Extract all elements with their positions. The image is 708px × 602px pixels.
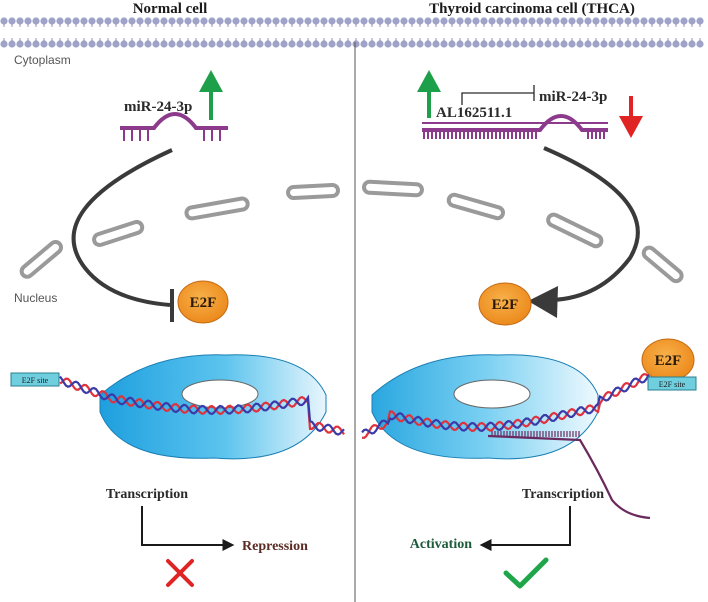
right-lncrna-mirna-complex bbox=[422, 114, 608, 139]
left-outcome-label: Repression bbox=[242, 539, 308, 554]
nucleus-label: Nucleus bbox=[14, 291, 57, 305]
right-transcription-label: Transcription bbox=[522, 487, 604, 502]
right-mrna-transcript bbox=[487, 431, 651, 520]
left-outcome-arrow bbox=[141, 506, 235, 551]
svg-text:E2F: E2F bbox=[655, 353, 682, 369]
right-outcome-label: Activation bbox=[410, 537, 472, 552]
nuclear-envelope bbox=[19, 179, 684, 284]
left-inhibition-line bbox=[71, 148, 173, 307]
right-lncrna-label: AL162511.1 bbox=[436, 105, 512, 121]
svg-text:E2F site: E2F site bbox=[659, 380, 686, 389]
right-panel-title: Thyroid carcinoma cell (THCA) bbox=[429, 1, 635, 17]
cell-membrane bbox=[0, 17, 704, 48]
left-e2f-node bbox=[177, 280, 229, 324]
right-e2f-node bbox=[478, 282, 532, 326]
svg-text:E2F site: E2F site bbox=[22, 376, 49, 385]
right-e2f-label: E2F bbox=[492, 297, 519, 313]
red-cross-icon bbox=[166, 559, 194, 587]
right-activation-arrowhead bbox=[528, 286, 558, 318]
left-e2f-label: E2F bbox=[190, 295, 217, 311]
cytoplasm-label: Cytoplasm bbox=[14, 53, 71, 67]
right-e2f-site-tag: E2F site bbox=[647, 376, 697, 391]
right-rna-polymerase bbox=[371, 354, 599, 460]
green-check-icon bbox=[503, 557, 549, 589]
left-mirna-label: miR-24-3p bbox=[124, 99, 192, 115]
right-mirna-label: miR-24-3p bbox=[539, 89, 607, 105]
left-transcription-label: Transcription bbox=[106, 487, 188, 502]
left-mirna bbox=[120, 112, 228, 141]
left-dna-helix bbox=[59, 375, 345, 436]
right-lncrna-up-arrow-icon bbox=[417, 70, 441, 118]
left-panel-title: Normal cell bbox=[133, 1, 208, 17]
right-lncrna-inhibition bbox=[461, 92, 534, 105]
right-mirna-down-arrow-icon bbox=[619, 96, 643, 138]
right-activation-line bbox=[543, 146, 640, 302]
left-mirna-up-arrow-icon bbox=[199, 70, 223, 120]
right-dna-helix bbox=[361, 371, 651, 440]
right-outcome-arrow bbox=[479, 506, 571, 551]
left-e2f-site-tag: E2F site bbox=[10, 372, 60, 387]
right-bound-e2f: E2F bbox=[641, 338, 695, 382]
